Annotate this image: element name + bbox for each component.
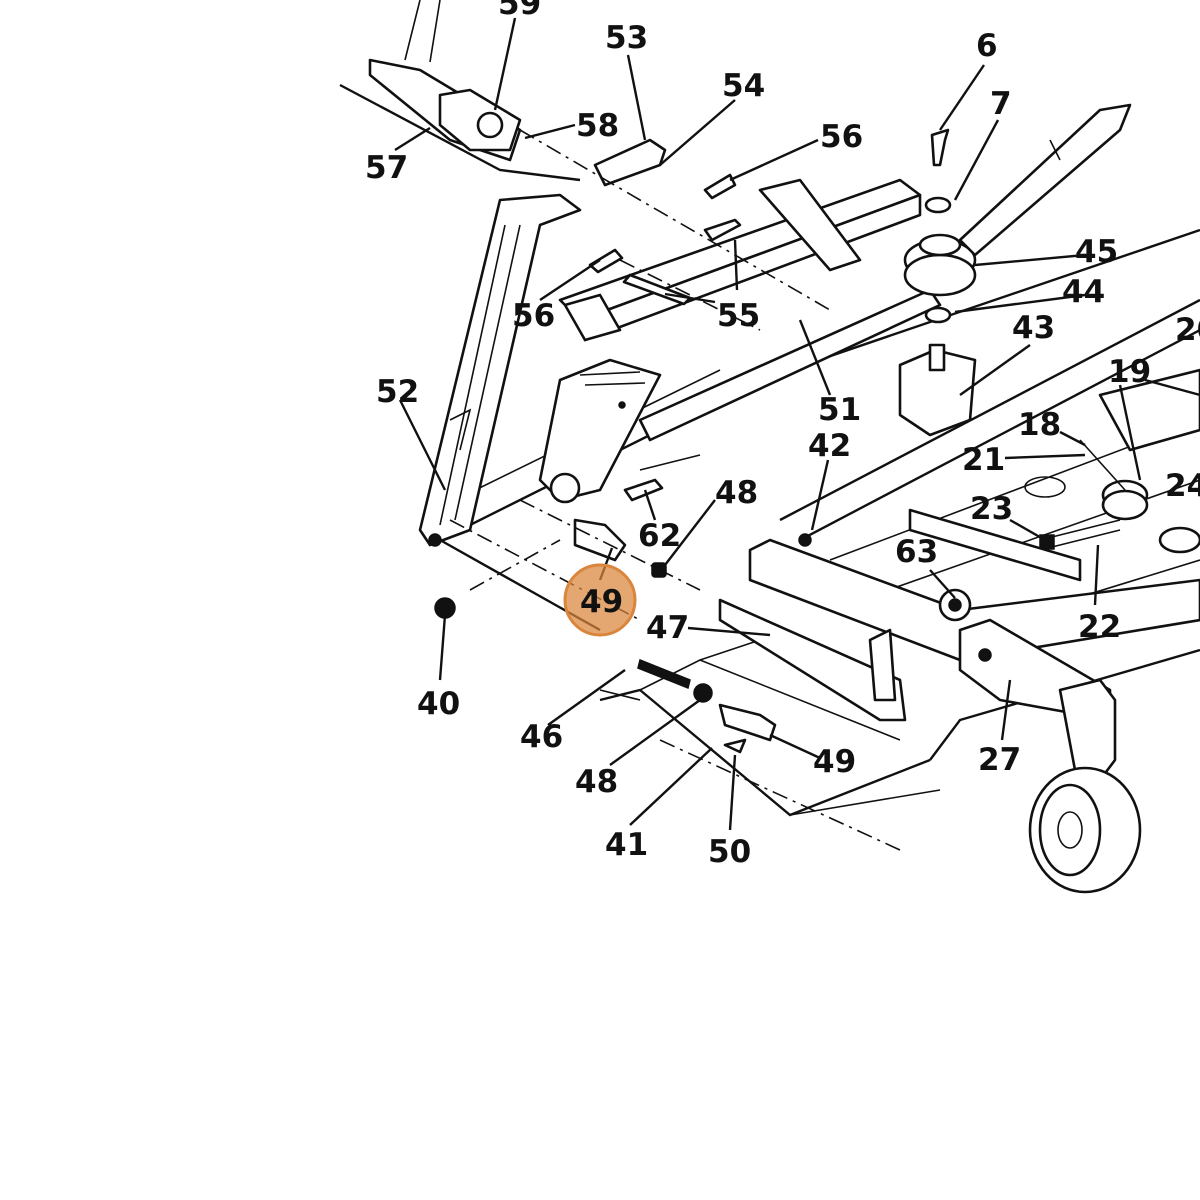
part-labels: 59 53 54 58 57 56 56 55 6 7 45 44 43 20 … — [365, 0, 1200, 870]
label-27: 27 — [978, 742, 1021, 778]
label-56-upper: 56 — [820, 119, 863, 155]
label-63: 63 — [895, 534, 938, 570]
label-56-lower: 56 — [512, 298, 555, 334]
leader-lines — [394, 17, 1200, 831]
label-24: 24 — [1165, 468, 1200, 504]
caster-wheel — [1028, 678, 1142, 894]
label-57: 57 — [365, 150, 408, 186]
label-50: 50 — [708, 834, 751, 870]
label-45: 45 — [1075, 234, 1118, 270]
hitch-arm — [418, 193, 582, 547]
label-41: 41 — [605, 827, 648, 863]
label-52: 52 — [376, 374, 419, 410]
label-22: 22 — [1078, 609, 1121, 645]
label-20: 20 — [1175, 312, 1200, 348]
front-skirt — [748, 533, 1200, 722]
label-58: 58 — [576, 108, 619, 144]
label-42: 42 — [808, 428, 851, 464]
label-19: 19 — [1108, 354, 1151, 390]
highlight-circle — [563, 563, 637, 637]
label-53: 53 — [605, 20, 648, 56]
label-21: 21 — [962, 442, 1005, 478]
spindle-belt — [908, 368, 1200, 582]
label-23: 23 — [970, 491, 1013, 527]
label-7: 7 — [990, 86, 1012, 122]
label-49-lower: 49 — [813, 744, 856, 780]
cross-bar — [558, 178, 942, 442]
lower-linkage — [434, 478, 907, 754]
label-55: 55 — [717, 298, 760, 334]
clip-parts — [588, 138, 742, 306]
label-59: 59 — [498, 0, 541, 22]
label-48-lower: 48 — [575, 764, 618, 800]
label-48-upper: 48 — [715, 475, 758, 511]
highlight-marker — [563, 563, 637, 637]
pulley-assembly — [898, 103, 1132, 437]
pivot-bracket — [538, 358, 662, 504]
label-49-highlighted: 49 — [580, 584, 623, 620]
label-62: 62 — [638, 518, 681, 554]
label-40: 40 — [417, 686, 460, 722]
label-44: 44 — [1062, 274, 1105, 310]
label-47: 47 — [646, 610, 689, 646]
label-54: 54 — [722, 68, 765, 104]
label-18: 18 — [1018, 407, 1061, 443]
label-46: 46 — [520, 719, 563, 755]
upper-link — [339, 0, 581, 182]
label-51: 51 — [818, 392, 861, 428]
label-43: 43 — [1012, 310, 1055, 346]
label-6: 6 — [976, 28, 998, 64]
